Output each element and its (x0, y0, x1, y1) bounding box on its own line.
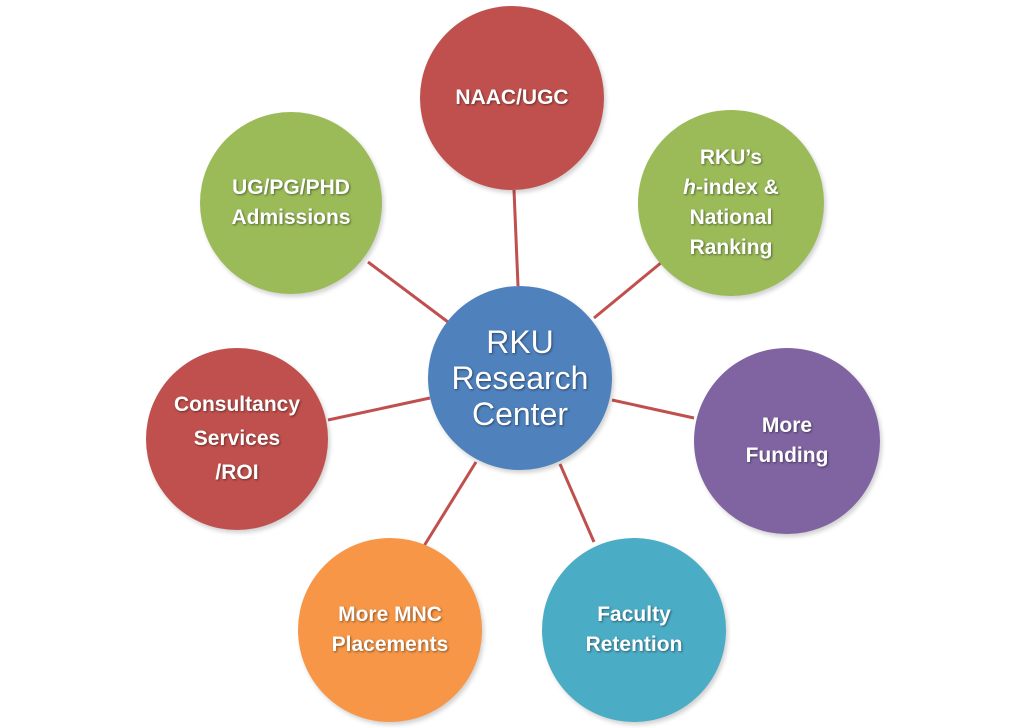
node-label: NAAC/UGC (455, 86, 569, 109)
node-mnc-placements: More MNC Placements (298, 538, 482, 722)
connector-top-left (367, 260, 449, 324)
connector-top (512, 189, 520, 287)
node-faculty-retention: Faculty Retention (542, 538, 726, 722)
connector-top-right (593, 260, 663, 320)
center-label: Center (471, 396, 569, 432)
connector-left (327, 396, 431, 422)
node-label: National (689, 206, 773, 229)
connector-bottom-right (558, 463, 596, 543)
node-funding: More Funding (694, 348, 880, 534)
node-label: Admissions (231, 206, 351, 229)
node-label: More MNC (338, 603, 442, 626)
node-label: Placements (331, 633, 449, 656)
node-label: Services (193, 427, 281, 450)
node-label: Ranking (689, 236, 773, 259)
center-label: Research (451, 360, 589, 396)
node-label: Consultancy (173, 393, 301, 416)
node-label: Retention (585, 633, 683, 656)
node-label: Funding (745, 444, 829, 467)
connector-bottom-left (422, 461, 478, 547)
node-admissions: UG/PG/PHD Admissions (200, 112, 382, 294)
node-hindex-ranking: RKU’s h-index & National Ranking (638, 110, 824, 296)
connector-right (611, 398, 695, 420)
node-label: Faculty (597, 603, 671, 626)
node-label: RKU’s (699, 146, 763, 169)
hindex-rest: -index & (695, 176, 779, 199)
center-node: RKU Research Center (428, 286, 612, 470)
node-label: More (761, 414, 813, 437)
node-label-hindex: h-index & (683, 173, 779, 203)
italic-h: h (683, 176, 696, 199)
node-label: /ROI (215, 461, 259, 484)
node-label: UG/PG/PHD (232, 176, 350, 199)
node-naac-ugc: NAAC/UGC (420, 6, 604, 190)
node-consultancy: Consultancy Services /ROI (146, 348, 328, 530)
center-label: RKU (486, 324, 554, 360)
